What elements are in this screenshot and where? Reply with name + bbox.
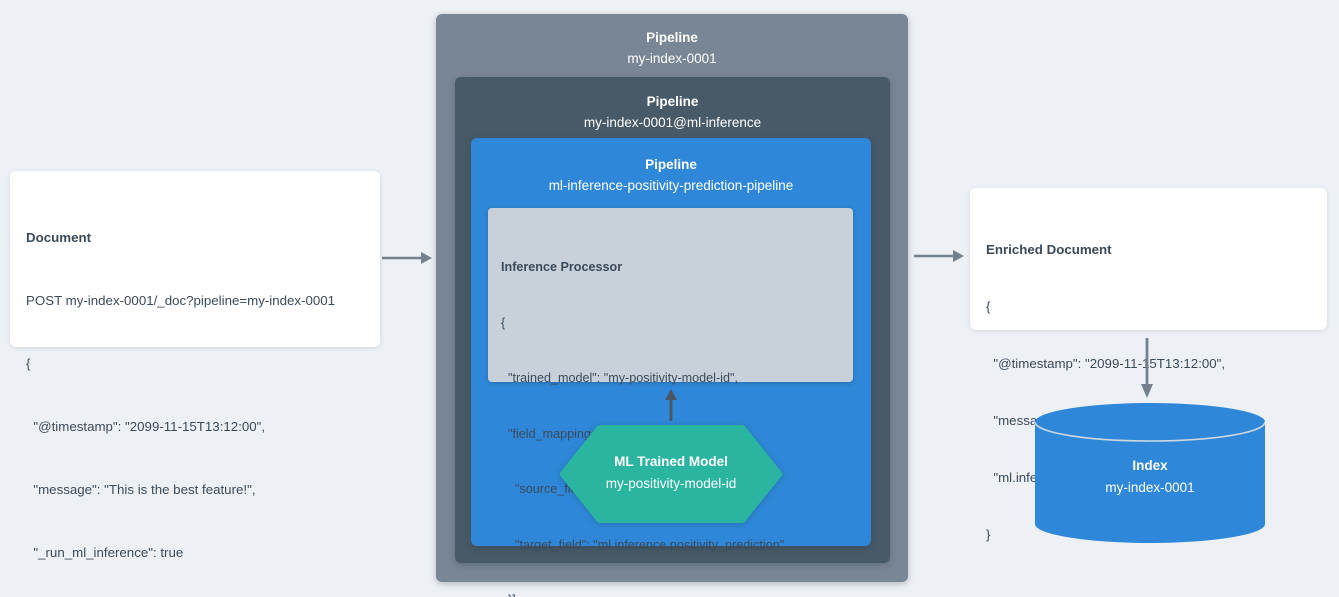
ml-trained-model-name: my-positivity-model-id: [605, 476, 737, 491]
document-code-line: {: [26, 356, 31, 371]
document-box: Document POST my-index-0001/_doc?pipelin…: [10, 171, 380, 560]
inference-processor-code-line: {: [501, 315, 506, 330]
ml-trained-model-label: ML Trained Model my-positivity-model-id: [560, 451, 782, 495]
enriched-document-code-line: "@timestamp": "2099-11-15T13:12:00",: [986, 356, 1226, 371]
inference-processor-box: Inference Processor { "trained_model": "…: [488, 208, 853, 597]
document-code-line: "_run_ml_inference": true: [26, 545, 184, 560]
pipeline-outer-name: my-index-0001: [627, 51, 717, 66]
inference-processor-code-line: }]: [501, 591, 840, 597]
index-label: Index my-index-0001: [1035, 455, 1265, 499]
inference-processor-title: Inference Processor: [501, 260, 623, 274]
pipeline-mid-header: Pipeline my-index-0001@ml-inference: [455, 91, 890, 133]
ml-trained-model-hexagon: ML Trained Model my-positivity-model-id: [560, 425, 782, 523]
index-title: Index: [1132, 458, 1168, 473]
inference-processor-code-line: "trained_model": "my-positivity-model-id…: [501, 371, 738, 385]
document-title: Document: [26, 230, 92, 245]
pipeline-mid-box: Pipeline my-index-0001@ml-inference Pipe…: [455, 77, 890, 597]
enriched-document-title: Enriched Document: [986, 242, 1112, 257]
inference-processor-code-line: "target_field": "ml.inference.positivity…: [501, 537, 785, 552]
ml-trained-model-title: ML Trained Model: [614, 454, 728, 469]
document-code-line: "message": "This is the best feature!",: [26, 482, 256, 497]
document-code-line: "@timestamp": "2099-11-15T13:12:00",: [26, 419, 266, 434]
enriched-document-box: Enriched Document { "@timestamp": "2099-…: [970, 188, 1327, 542]
pipeline-inner-name: ml-inference-positivity-prediction-pipel…: [548, 178, 794, 193]
enriched-document-code-line: {: [986, 299, 991, 314]
pipeline-mid-name: my-index-0001@ml-inference: [583, 115, 762, 130]
arrow-right-icon: [382, 252, 432, 264]
index-name: my-index-0001: [1105, 480, 1195, 495]
pipeline-inner-box: Pipeline ml-inference-positivity-predict…: [471, 138, 871, 597]
arrow-up-icon: [665, 389, 677, 421]
pipeline-outer-box: Pipeline my-index-0001 Pipeline my-index…: [436, 14, 908, 597]
pipeline-outer-header: Pipeline my-index-0001: [436, 27, 908, 69]
pipeline-outer-title: Pipeline: [646, 30, 698, 45]
hexagon-shape-icon: [560, 425, 782, 523]
pipeline-inner-header: Pipeline ml-inference-positivity-predict…: [471, 154, 871, 196]
document-code-line: POST my-index-0001/_doc?pipeline=my-inde…: [26, 293, 336, 308]
pipeline-inner-title: Pipeline: [645, 157, 697, 172]
pipeline-mid-title: Pipeline: [646, 94, 699, 109]
index-cylinder: Index my-index-0001: [1035, 402, 1265, 543]
arrow-down-icon: [1141, 338, 1153, 398]
enriched-document-code-line: }: [986, 527, 991, 542]
arrow-right-icon: [914, 250, 964, 262]
cylinder-shape-icon: [1035, 403, 1265, 543]
